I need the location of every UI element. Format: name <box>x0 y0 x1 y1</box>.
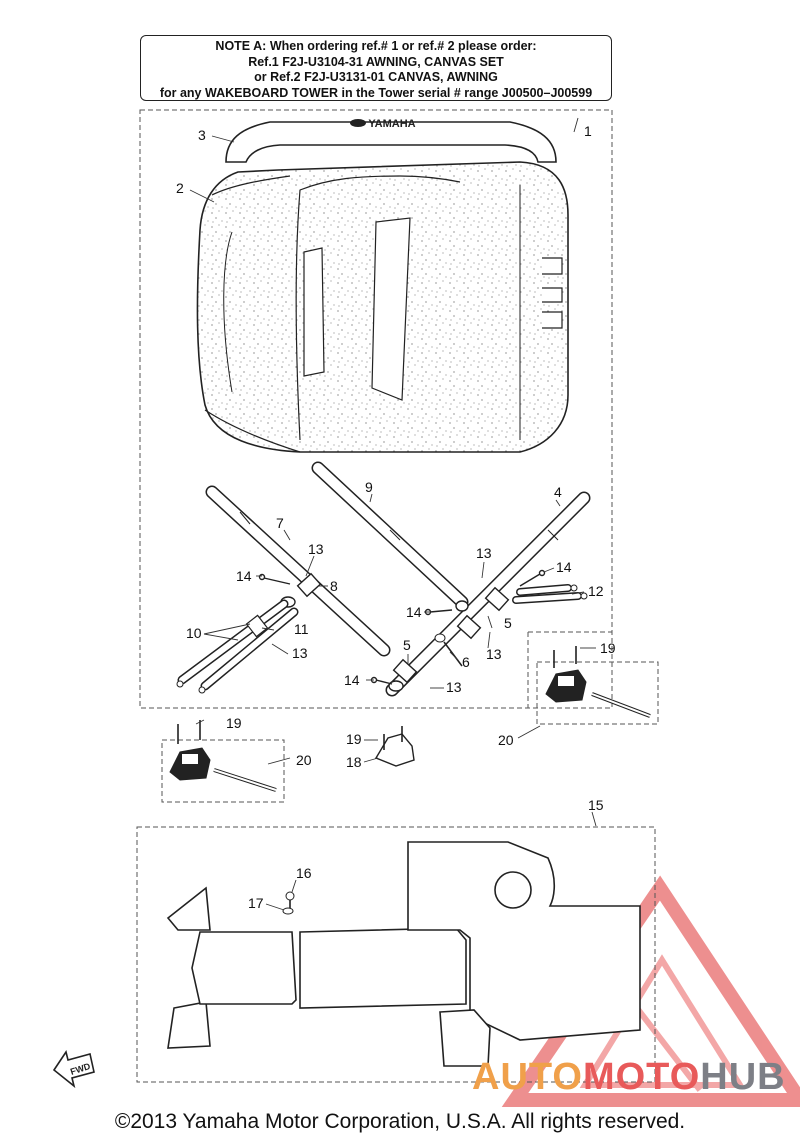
frame-tube-9 <box>311 461 469 609</box>
ref-number: 6 <box>462 654 470 670</box>
group-box-15 <box>136 826 656 1083</box>
ref-number: 19 <box>600 640 616 656</box>
brand-label: YAMAHA <box>368 118 415 130</box>
frame-tube-7 <box>205 485 391 657</box>
joint-brackets <box>280 572 510 692</box>
screws <box>258 569 546 685</box>
ref-number: 11 <box>294 621 309 637</box>
ref-number: 2 <box>176 180 184 196</box>
base-mount-right <box>545 646 651 718</box>
lock-pin <box>434 633 463 667</box>
note-line-3: or Ref.2 F2J-U3131-01 CANVAS, AWNING <box>254 70 498 84</box>
copyright-notice: ©2013 Yamaha Motor Corporation, U.S.A. A… <box>114 1110 686 1133</box>
leader-lines <box>189 117 597 911</box>
ref-number: 14 <box>406 604 422 620</box>
visor-bar: YAMAHA <box>225 118 557 163</box>
ref-number: 20 <box>296 752 312 768</box>
floor-mats <box>166 841 641 1067</box>
group-box-20-left <box>161 739 285 803</box>
canvas-awning <box>196 161 569 453</box>
gas-struts <box>176 599 299 694</box>
note-line-2: Ref.1 F2J-U3104-31 AWNING, CANVAS SET <box>248 54 504 69</box>
ref-number: 16 <box>296 865 312 881</box>
frame-tube-4 <box>385 491 591 697</box>
bracket-18 <box>374 726 415 767</box>
gas-struts-12 <box>512 584 588 604</box>
ref-number: 8 <box>330 578 338 594</box>
watermark-text: AUTOMOTOHUB <box>472 1056 786 1099</box>
ref-number: 9 <box>365 479 373 495</box>
ref-number: 19 <box>346 731 362 747</box>
note-line-1: NOTE A: When ordering ref.# 1 or ref.# 2… <box>215 39 537 53</box>
ref-number: 3 <box>198 127 206 143</box>
group-box-1 <box>139 109 613 709</box>
watermark-part-3: HUB <box>700 1056 786 1098</box>
ref-number: 13 <box>292 645 308 661</box>
ref-number: 14 <box>236 568 252 584</box>
ref-number: 13 <box>446 679 462 695</box>
ref-number: 7 <box>276 515 284 531</box>
ref-number: 5 <box>504 615 512 631</box>
ref-number: 14 <box>556 559 572 575</box>
ref-number: 18 <box>346 754 362 770</box>
base-mount-left <box>169 720 277 792</box>
reference-numbers: 1 2 3 4 7 9 13 14 8 10 11 13 13 14 12 14… <box>176 123 616 911</box>
ref-number: 1 <box>584 123 592 139</box>
ref-number: 13 <box>308 541 324 557</box>
ref-number: 13 <box>476 545 492 561</box>
ref-number: 19 <box>226 715 242 731</box>
group-box-20-right <box>536 661 659 725</box>
ref-number: 14 <box>344 672 360 688</box>
fwd-arrow-icon: FWD <box>52 1050 95 1089</box>
note-line-4: for any WAKEBOARD TOWER in the Tower ser… <box>159 85 593 100</box>
ref-number: 15 <box>588 797 604 813</box>
order-note: NOTE A: When ordering ref.# 1 or ref.# 2… <box>140 35 612 101</box>
ref-number: 20 <box>498 732 514 748</box>
ref-number: 17 <box>248 895 264 911</box>
ref-number: 5 <box>403 637 411 653</box>
watermark-part-2: MOTO <box>582 1056 701 1098</box>
watermark-part-1: AUTO <box>472 1056 583 1098</box>
ref-number: 13 <box>486 646 502 662</box>
ref-number: 12 <box>588 583 604 599</box>
ref-number: 4 <box>554 484 562 500</box>
ref-number: 10 <box>186 625 202 641</box>
fastener-16-17 <box>282 891 295 915</box>
